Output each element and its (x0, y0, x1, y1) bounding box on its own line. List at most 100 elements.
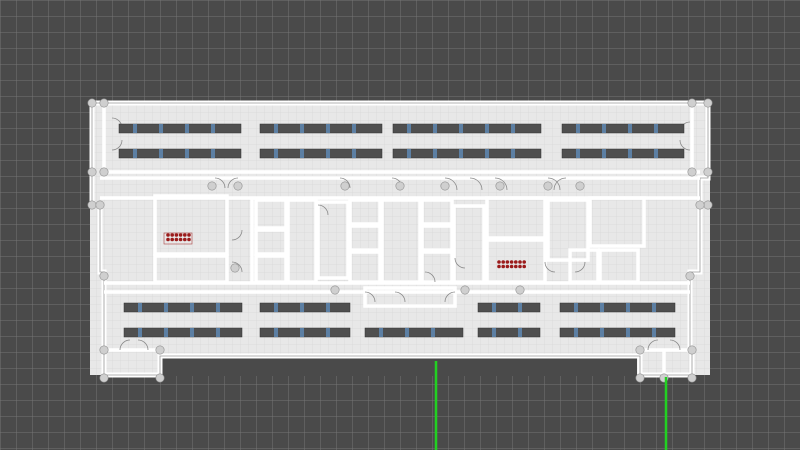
corner-node-icon (495, 181, 505, 191)
shelf-divider (211, 149, 215, 158)
shelf-row (559, 327, 676, 338)
shelf-divider (485, 149, 489, 158)
shelf-divider (185, 149, 189, 158)
shelf-divider (326, 328, 330, 337)
seating-groups (163, 232, 526, 269)
corner-node-icon (340, 181, 350, 191)
shelf-divider (216, 328, 220, 337)
seat (518, 260, 522, 264)
seat (501, 264, 506, 269)
corner-node-icon (87, 200, 97, 210)
shelf-divider (352, 124, 356, 133)
seat (187, 237, 191, 242)
corner-nodes (87, 98, 713, 383)
seat (522, 264, 526, 269)
shelf-divider (511, 124, 515, 133)
seat-icon (163, 232, 526, 269)
seat (497, 264, 501, 269)
seat (183, 233, 187, 237)
shelf-divider (138, 328, 142, 337)
corner-node-icon (687, 373, 697, 383)
shelf-row (118, 148, 242, 159)
shelving-rows (118, 123, 685, 338)
shelf-divider (600, 328, 604, 337)
shelf-divider (190, 303, 194, 312)
shelf-divider (628, 149, 632, 158)
shelf-divider (133, 149, 137, 158)
shelf-divider (433, 124, 437, 133)
shelf-divider (518, 328, 522, 337)
seat (187, 233, 191, 237)
corner-node-icon (460, 285, 470, 295)
shelf-row (392, 123, 542, 134)
shelf-row (477, 327, 541, 338)
seat (174, 237, 179, 242)
seat (166, 233, 170, 237)
shelf-row (259, 302, 351, 313)
shelf-divider (211, 124, 215, 133)
seat (509, 264, 514, 269)
shelf-divider (300, 124, 304, 133)
corner-node-icon (703, 200, 713, 210)
corner-node-icon (575, 181, 585, 191)
corner-node-icon (440, 181, 450, 191)
shelf-divider (300, 328, 304, 337)
shelf-divider (190, 328, 194, 337)
corner-node-icon (330, 285, 340, 295)
seat (509, 260, 514, 264)
shelf-row (259, 123, 383, 134)
shelf-row (123, 327, 243, 338)
corner-node-icon (99, 98, 109, 108)
shelf-divider (300, 149, 304, 158)
corner-node-icon (395, 181, 405, 191)
shelf-divider (654, 124, 658, 133)
corner-node-icon (635, 345, 645, 355)
corner-node-icon (687, 345, 697, 355)
shelf-divider (626, 328, 630, 337)
shelf-row (477, 302, 541, 313)
corner-node-icon (233, 181, 243, 191)
shelf-divider (576, 124, 580, 133)
seat (170, 233, 174, 237)
corner-node-icon (515, 285, 525, 295)
seat (518, 264, 522, 269)
shelf-divider (433, 149, 437, 158)
shelf-row (561, 148, 685, 159)
shelf-divider (274, 328, 278, 337)
shelf-divider (576, 149, 580, 158)
door-swing-icon (111, 117, 691, 351)
shelf-row (123, 302, 243, 313)
shelf-divider (159, 149, 163, 158)
corner-node-icon (99, 373, 109, 383)
shelf-row (559, 302, 676, 313)
shelf-divider (574, 303, 578, 312)
shelf-row (118, 123, 242, 134)
shelf-divider (574, 328, 578, 337)
shelf-divider (326, 124, 330, 133)
corner-node-icon (99, 167, 109, 177)
shelf-divider (485, 124, 489, 133)
shelf-divider (431, 328, 435, 337)
shelf-divider (518, 303, 522, 312)
seat (505, 264, 510, 269)
shelf-divider (274, 149, 278, 158)
shelf-row (561, 123, 685, 134)
corner-node-icon (87, 167, 97, 177)
shelf-divider (352, 149, 356, 158)
seat (178, 237, 183, 242)
seat (174, 233, 179, 237)
corner-node-icon (87, 98, 97, 108)
shelf-divider (626, 303, 630, 312)
shelf-divider (164, 328, 168, 337)
shelf-divider (185, 124, 189, 133)
corner-node-icon (703, 167, 713, 177)
seat (514, 264, 518, 269)
shelf-divider (492, 328, 496, 337)
route-paths[interactable] (434, 361, 668, 450)
seat (170, 237, 174, 242)
corner-node-icon (695, 200, 705, 210)
corner-node-icon (703, 98, 713, 108)
shelf-row (364, 327, 464, 338)
